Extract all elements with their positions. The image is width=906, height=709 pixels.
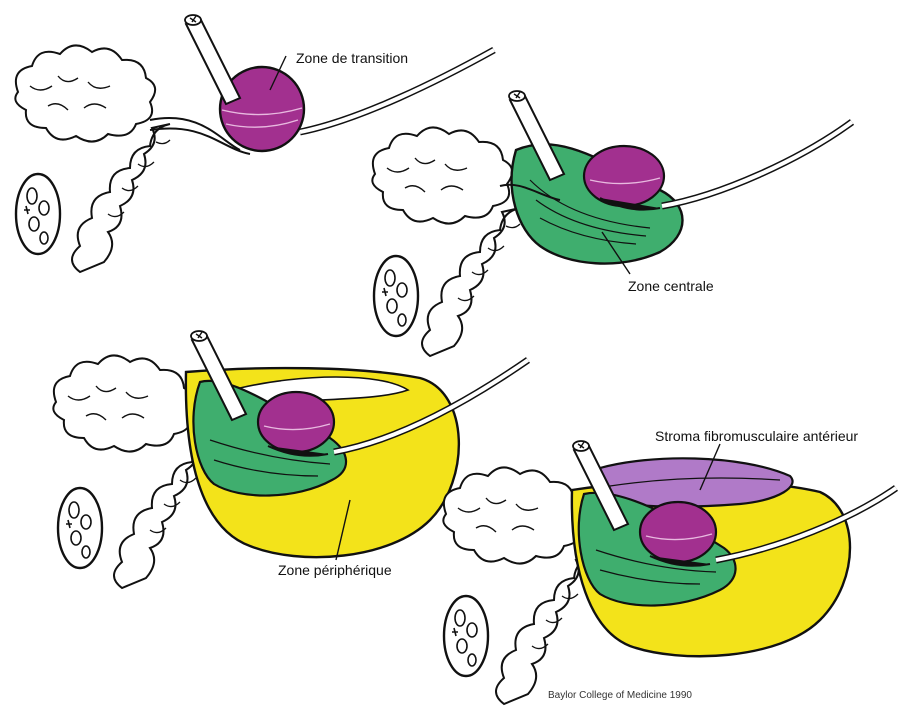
- label-zone-centrale: Zone centrale: [628, 278, 714, 294]
- panel-stroma: [443, 441, 896, 704]
- credit-text: Baylor College of Medicine 1990: [548, 690, 692, 701]
- label-zone-peripherique: Zone périphérique: [278, 562, 392, 578]
- panel-peripheral-zone: [53, 331, 528, 588]
- transition-zone-shape: [220, 67, 304, 151]
- label-zone-transition: Zone de transition: [296, 50, 408, 66]
- panel-central-zone: [372, 91, 852, 356]
- label-stroma: Stroma fibromusculaire antérieur: [655, 428, 858, 444]
